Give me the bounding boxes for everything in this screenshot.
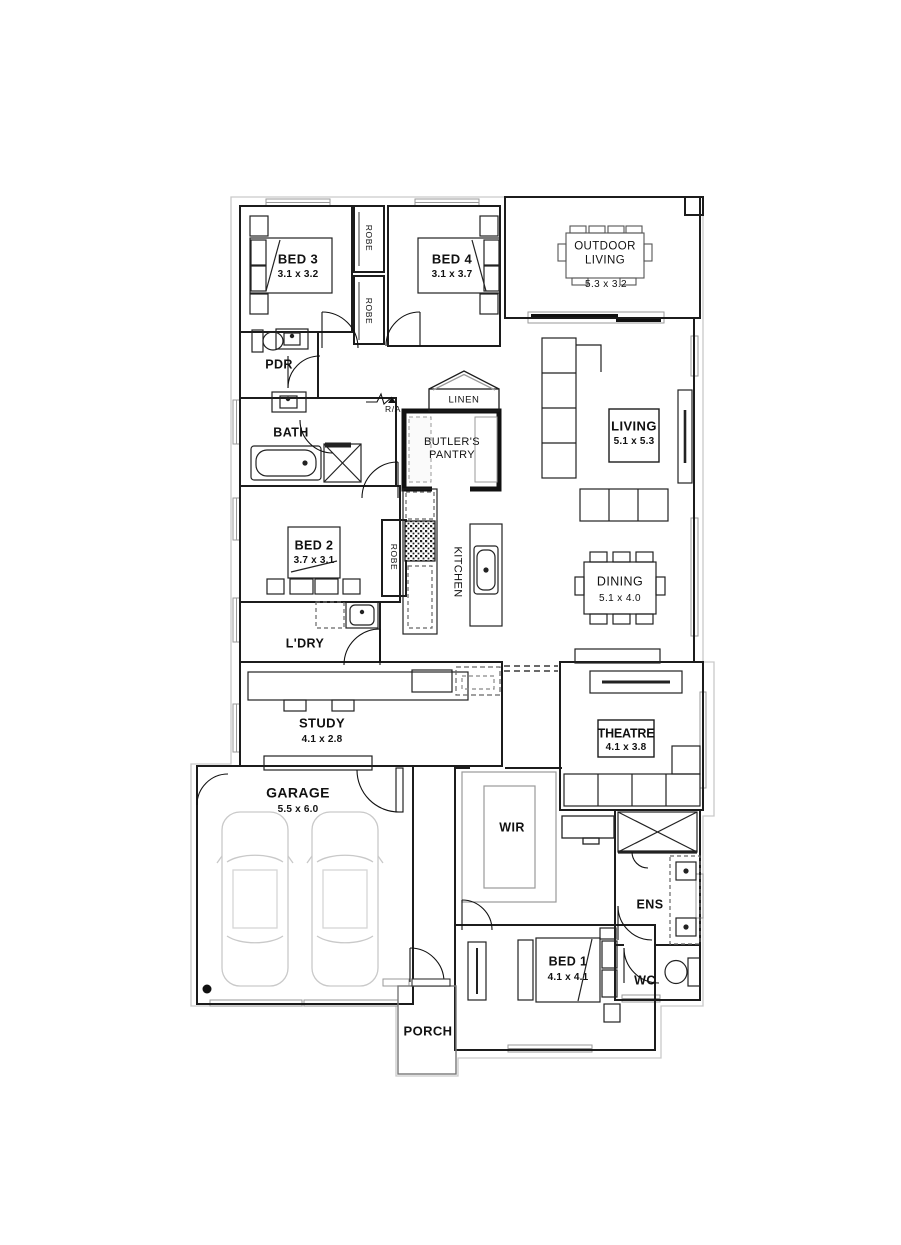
car-icon	[216, 811, 294, 987]
robe-label: ROBE	[364, 297, 375, 325]
living-furniture	[541, 337, 693, 522]
kitchen-sink-icon	[473, 545, 499, 595]
bed-icon	[249, 237, 333, 294]
room-label-wir: WIR	[499, 820, 525, 835]
return-air-label: R/A	[385, 403, 401, 414]
room-dim-theatre: 4.1 x 3.8	[605, 742, 647, 754]
toilet-icon	[251, 329, 264, 353]
hall-dresser-icon	[561, 815, 615, 845]
entry-door-sill	[411, 978, 451, 987]
basin-icon	[271, 391, 307, 413]
linen-cupboard	[428, 370, 500, 412]
room-dim-outdoor-living: 5.3 x 3.2	[585, 279, 627, 291]
tv-cabinet-icon	[589, 670, 683, 694]
wir-shelving	[461, 771, 557, 903]
toilet-icon	[687, 957, 701, 987]
stacker-door	[531, 314, 661, 322]
sofa-icon	[579, 488, 669, 522]
room-dim-bed3: 3.1 x 3.2	[277, 269, 319, 281]
doors	[196, 311, 660, 987]
bathtub-icon	[250, 445, 322, 481]
bed-icon	[417, 237, 501, 294]
room-label-ens: ENS	[636, 897, 664, 912]
room-dim-garage: 5.5 x 6.0	[277, 804, 319, 816]
laundry-tub-icon	[345, 601, 379, 629]
room-label-pdr: PDR	[265, 357, 293, 372]
eave-outline	[190, 196, 715, 1077]
robe-label: ROBE	[364, 224, 375, 252]
bed-icon	[535, 937, 601, 1003]
room-label-outdoor-living: OUTDOOR LIVING	[574, 240, 636, 266]
tv-unit-icon	[677, 389, 693, 484]
room-dim-study: 4.1 x 2.8	[301, 734, 343, 746]
ensuite-fixtures	[617, 811, 701, 987]
room-dim-bed4: 3.1 x 3.7	[431, 269, 473, 281]
outdoor-table-icon	[557, 225, 653, 286]
pdr-fixtures	[251, 328, 309, 353]
room-label-living: LIVING	[611, 418, 657, 434]
room-dim-dining: 5.1 x 4.0	[599, 593, 641, 605]
room-label-ldry: L'DRY	[285, 636, 325, 651]
bed-icon	[287, 526, 341, 579]
kitchen-benches	[402, 488, 503, 635]
basin-icon	[275, 328, 309, 350]
room-label-bed2: BED 2	[294, 538, 334, 553]
desk-icon	[247, 671, 469, 701]
room-dim-living: 5.1 x 5.3	[613, 436, 655, 448]
room-label-dining: DINING	[596, 574, 644, 589]
room-label-butlers-pantry: BUTLER'S PANTRY	[423, 436, 481, 461]
vanity-icon	[669, 855, 701, 945]
return-air-symbol	[366, 392, 396, 405]
study-furniture	[247, 665, 558, 771]
robe-label: ROBE	[389, 543, 400, 571]
sideboard-icon	[574, 648, 661, 664]
walls	[196, 196, 704, 1051]
bed2-furniture	[266, 526, 361, 595]
living-label-box	[608, 408, 660, 463]
room-label-kitchen: KITCHEN	[451, 546, 464, 598]
bed1-furniture	[467, 927, 621, 1023]
room-label-porch: PORCH	[403, 1023, 453, 1039]
bed4-furniture	[417, 215, 501, 315]
theatre-label-box	[597, 719, 655, 758]
floor-waste-icon	[202, 984, 212, 994]
linen-label: LINEN	[448, 394, 480, 406]
room-label-wc: WC	[634, 973, 656, 988]
room-dim-bed2: 3.7 x 3.1	[293, 555, 335, 567]
laundry-fixtures	[315, 601, 379, 629]
car-icon	[306, 811, 384, 987]
bed3-furniture	[249, 212, 360, 340]
room-label-theatre: THEATRE	[597, 726, 655, 741]
room-label-bath: BATH	[273, 425, 309, 440]
room-label-bed4: BED 4	[431, 251, 473, 267]
bath-fixtures	[250, 391, 362, 483]
room-dim-bed1: 4.1 x 4.1	[547, 972, 589, 984]
dining-table-icon	[574, 551, 666, 664]
room-label-study: STUDY	[298, 715, 346, 731]
room-label-garage: GARAGE	[266, 784, 330, 801]
theatre-furniture	[563, 670, 701, 807]
room-label-bed1: BED 1	[548, 954, 588, 969]
room-label-bed3: BED 3	[277, 251, 319, 267]
